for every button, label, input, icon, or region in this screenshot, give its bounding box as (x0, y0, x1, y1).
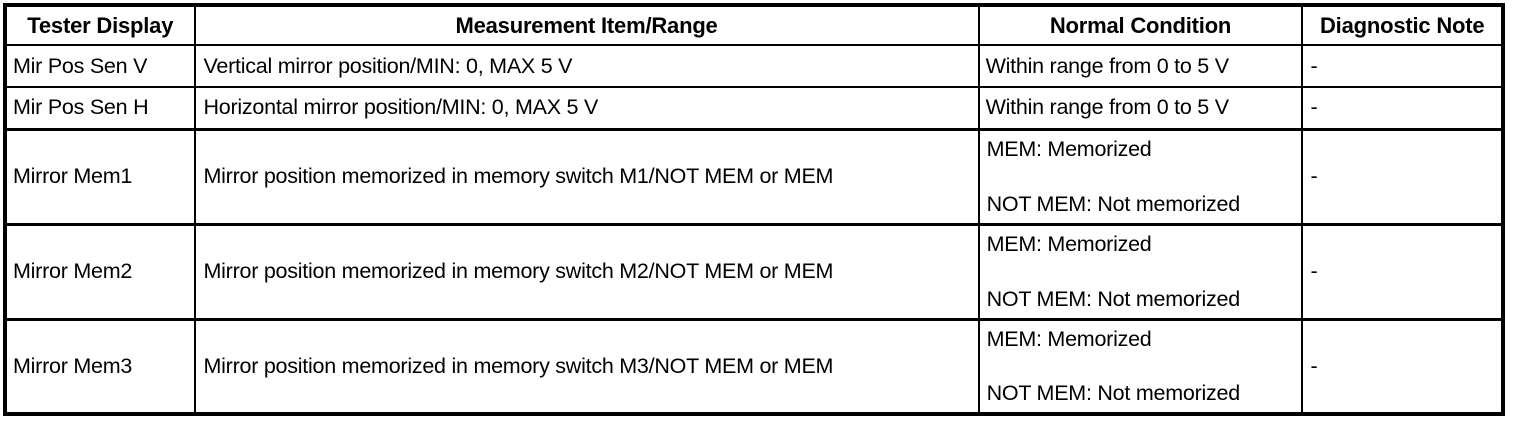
cell-tester-display: Mirror Mem1 (4, 127, 196, 225)
normal-condition-line-2: NOT MEM: Not memorized (986, 381, 1241, 406)
cell-tester-display: Mir Pos Sen V (4, 44, 196, 88)
normal-condition-line-1: MEM: Memorized (986, 231, 1152, 256)
table-row: Mir Pos Sen H Horizontal mirror position… (4, 86, 1504, 130)
normal-condition-line-1: MEM: Memorized (986, 326, 1152, 351)
diagnostic-note-value: - (1310, 53, 1318, 78)
tester-data-table: Tester Display Measurement Item/Range No… (3, 3, 1505, 416)
tester-display-value: Mir Pos Sen H (13, 95, 149, 120)
normal-condition-line-1: MEM: Memorized (986, 136, 1152, 161)
cell-diagnostic-note: - (1301, 222, 1504, 320)
table-body: Mir Pos Sen V Vertical mirror position/M… (4, 44, 1504, 415)
cell-measurement: Mirror position memorized in memory swit… (193, 317, 980, 415)
normal-condition-block: MEM: Memorized NOT MEM: Not memorized (980, 137, 1302, 216)
cell-measurement: Vertical mirror position/MIN: 0, MAX 5 V (193, 44, 980, 88)
tester-display-value: Mirror Mem2 (13, 259, 133, 283)
cell-diagnostic-note: - (1301, 86, 1504, 130)
tester-display-value: Mir Pos Sen V (13, 53, 148, 78)
normal-condition-block: MEM: Memorized NOT MEM: Not memorized (980, 327, 1302, 406)
diagnostic-note-value: - (1310, 259, 1318, 283)
measurement-value: Vertical mirror position/MIN: 0, MAX 5 V (203, 53, 573, 78)
table-row: Mirror Mem3 Mirror position memorized in… (4, 317, 1504, 415)
normal-condition-line-2: NOT MEM: Not memorized (986, 191, 1241, 216)
cell-tester-display: Mirror Mem3 (4, 317, 196, 415)
cell-measurement: Horizontal mirror position/MIN: 0, MAX 5… (193, 86, 980, 130)
column-header-measurement-item-range: Measurement Item/Range (193, 4, 980, 46)
cell-diagnostic-note: - (1301, 317, 1504, 415)
cell-normal-condition: MEM: Memorized NOT MEM: Not memorized (977, 222, 1304, 320)
table-header: Tester Display Measurement Item/Range No… (4, 4, 1504, 46)
cell-diagnostic-note: - (1301, 44, 1504, 88)
column-header-normal-condition: Normal Condition (977, 4, 1304, 46)
tester-display-value: Mirror Mem1 (13, 164, 133, 188)
normal-condition-value: Within range from 0 to 5 V (985, 95, 1229, 120)
diagnostic-note-value: - (1310, 164, 1318, 188)
measurement-value: Mirror position memorized in memory swit… (203, 164, 834, 188)
cell-diagnostic-note: - (1301, 127, 1504, 225)
measurement-value: Mirror position memorized in memory swit… (203, 259, 834, 283)
table-row: Mirror Mem2 Mirror position memorized in… (4, 222, 1504, 320)
column-header-diagnostic-note: Diagnostic Note (1301, 4, 1504, 46)
cell-measurement: Mirror position memorized in memory swit… (193, 222, 980, 320)
normal-condition-line-2: NOT MEM: Not memorized (986, 286, 1241, 311)
normal-condition-block: MEM: Memorized NOT MEM: Not memorized (980, 232, 1302, 311)
table-row: Mir Pos Sen V Vertical mirror position/M… (4, 44, 1504, 88)
diagnostic-note-value: - (1310, 95, 1318, 120)
tester-display-value: Mirror Mem3 (13, 353, 133, 378)
cell-tester-display: Mir Pos Sen H (4, 86, 196, 130)
table-header-row: Tester Display Measurement Item/Range No… (4, 4, 1504, 46)
measurement-value: Mirror position memorized in memory swit… (203, 353, 834, 378)
normal-condition-value: Within range from 0 to 5 V (985, 53, 1229, 78)
cell-measurement: Mirror position memorized in memory swit… (193, 127, 980, 225)
cell-normal-condition: MEM: Memorized NOT MEM: Not memorized (977, 127, 1304, 225)
table-row: Mirror Mem1 Mirror position memorized in… (4, 127, 1504, 225)
column-header-tester-display: Tester Display (4, 4, 196, 46)
diagnostic-note-value: - (1310, 353, 1318, 378)
cell-tester-display: Mirror Mem2 (4, 222, 196, 320)
cell-normal-condition: Within range from 0 to 5 V (977, 44, 1304, 88)
measurement-value: Horizontal mirror position/MIN: 0, MAX 5… (203, 95, 599, 120)
cell-normal-condition: MEM: Memorized NOT MEM: Not memorized (977, 317, 1304, 415)
cell-normal-condition: Within range from 0 to 5 V (977, 86, 1304, 130)
